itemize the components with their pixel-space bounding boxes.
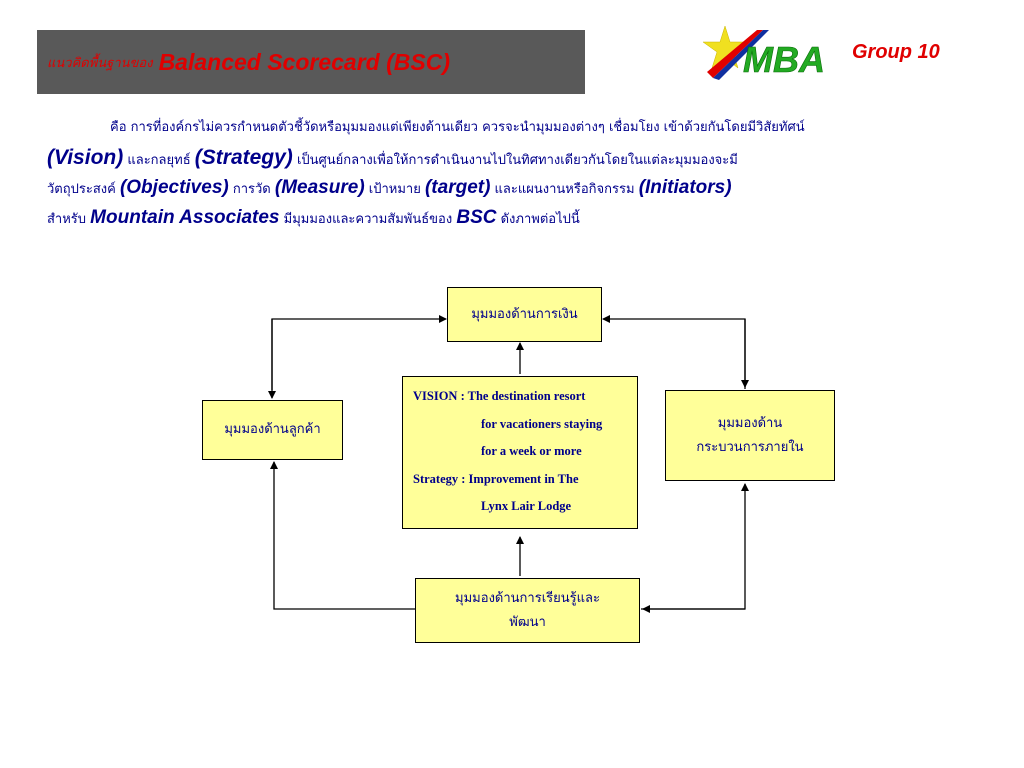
title-bar: แนวคิดพื้นฐานของ Balanced Scorecard (BSC… [37, 30, 585, 94]
customer-perspective-box: มุมมองด้านลูกค้า [202, 400, 343, 460]
group-label: Group 10 [852, 41, 940, 63]
arrow-learning-to-customer [270, 461, 415, 610]
intro-paragraph: คือ การที่องค์กรไม่ควรกำหนดตัวชี้วัดหรือ… [47, 113, 972, 233]
financial-perspective-box: มุมมองด้านการเงิน [447, 287, 602, 342]
arrow-learning-to-internal [641, 483, 749, 610]
mba-logo-icon: MBA [702, 25, 825, 80]
title-english: Balanced Scorecard (BSC) [158, 48, 450, 75]
logo-text: MBA [743, 39, 825, 80]
title-thai: แนวคิดพื้นฐานของ [47, 55, 153, 71]
intro-line-2: (Vision) และกลยุทธ์ (Strategy) เป็นศูนย์… [47, 146, 738, 169]
intro-line-1: คือ การที่องค์กรไม่ควรกำหนดตัวชี้วัดหรือ… [110, 120, 805, 135]
intro-line-4: สำหรับ Mountain Associates มีมุมมองและคว… [47, 207, 580, 228]
vision-strategy-box: VISION : The destination resort for vaca… [402, 376, 638, 529]
intro-line-3: วัตถุประสงค์ (Objectives) การวัด (Measur… [47, 177, 732, 198]
internal-process-perspective-box: มุมมองด้าน กระบวนการภายใน [665, 390, 835, 481]
learning-growth-perspective-box: มุมมองด้านการเรียนรู้และ พัฒนา [415, 578, 640, 643]
